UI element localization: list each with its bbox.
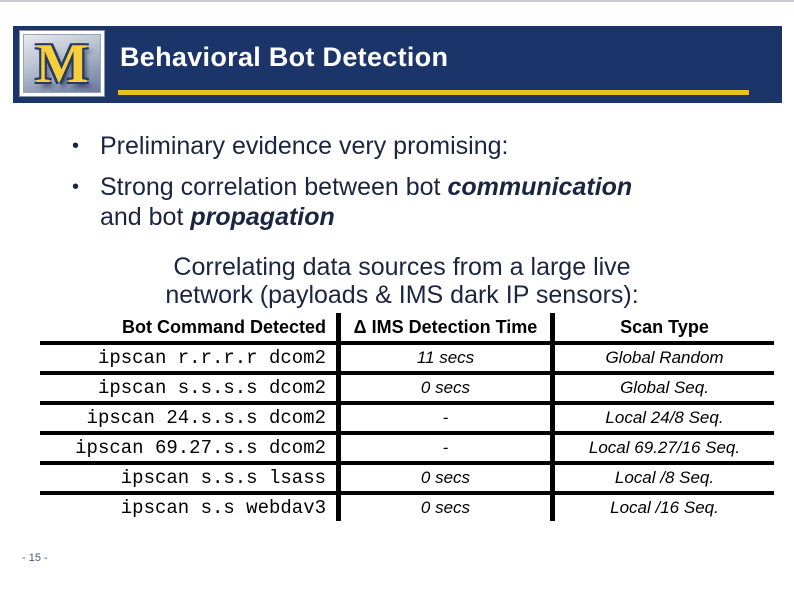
command-cell: ipscan s.s.s lsass bbox=[40, 463, 339, 495]
bullet-text: Preliminary evidence very promising: bbox=[100, 132, 509, 160]
table-caption: Correlating data sources from a large li… bbox=[10, 253, 794, 309]
command-cell: ipscan 24.s.s.s dcom2 bbox=[40, 403, 339, 435]
scan-type-cell: Local 24/8 Seq. bbox=[552, 403, 774, 435]
scan-type-cell: Local /8 Seq. bbox=[552, 463, 774, 495]
bullet-text: Strong correlation between bot communica… bbox=[100, 173, 633, 231]
table-header-row: Bot Command Detected Δ IMS Detection Tim… bbox=[40, 313, 774, 345]
bullet-item: • Preliminary evidence very promising: bbox=[72, 131, 744, 161]
bullet-marker-icon: • bbox=[72, 176, 80, 198]
detection-table: Bot Command Detected Δ IMS Detection Tim… bbox=[40, 313, 774, 521]
block-m-letter: M bbox=[35, 32, 89, 95]
table-caption-line2: network (payloads & IMS dark IP sensors)… bbox=[165, 281, 639, 309]
command-cell: ipscan r.r.r.r dcom2 bbox=[40, 343, 339, 375]
header-bar: M Behavioral Bot Detection bbox=[13, 26, 782, 103]
bullet-list: • Preliminary evidence very promising: • St… bbox=[72, 131, 744, 243]
command-cell: ipscan s.s.s.s dcom2 bbox=[40, 373, 339, 405]
scan-type-cell: Local 69.27/16 Seq. bbox=[552, 433, 774, 465]
col-header-scan-type: Scan Type bbox=[552, 313, 774, 345]
table-row: ipscan 69.27.s.s dcom2-Local 69.27/16 Se… bbox=[40, 433, 774, 465]
time-cell: - bbox=[336, 433, 555, 465]
time-cell: - bbox=[336, 403, 555, 435]
table-caption-line1: Correlating data sources from a large li… bbox=[173, 253, 631, 281]
title-underline-rule bbox=[118, 90, 749, 95]
time-cell: 0 secs bbox=[336, 493, 555, 521]
slide-title: Behavioral Bot Detection bbox=[120, 42, 449, 72]
page-number: - 15 - bbox=[22, 552, 48, 564]
time-cell: 0 secs bbox=[336, 373, 555, 405]
col-header-detection-time: Δ IMS Detection Time bbox=[336, 313, 555, 345]
command-cell: ipscan s.s webdav3 bbox=[120, 497, 326, 519]
bullet-item: • Strong correlation between bot communic… bbox=[72, 172, 744, 232]
command-cell: ipscan 69.27.s.s dcom2 bbox=[40, 433, 339, 465]
bullet-marker-icon: • bbox=[72, 135, 80, 157]
time-cell: 0 secs bbox=[336, 463, 555, 495]
michigan-block-m-logo-icon: M bbox=[20, 31, 104, 96]
table-row: ipscan 24.s.s.s dcom2-Local 24/8 Seq. bbox=[40, 403, 774, 435]
table-row: ipscan s.s webdav3 0 secs Local /16 Seq. bbox=[40, 493, 774, 521]
scan-type-cell: Global Seq. bbox=[552, 373, 774, 405]
scan-type-cell: Global Random bbox=[552, 343, 774, 375]
table-header: Bot Command Detected Δ IMS Detection Tim… bbox=[40, 313, 774, 345]
time-cell: 11 secs bbox=[336, 343, 555, 375]
scan-type-cell: Local /16 Seq. bbox=[610, 498, 719, 517]
col-header-bot-command: Bot Command Detected bbox=[40, 313, 339, 345]
